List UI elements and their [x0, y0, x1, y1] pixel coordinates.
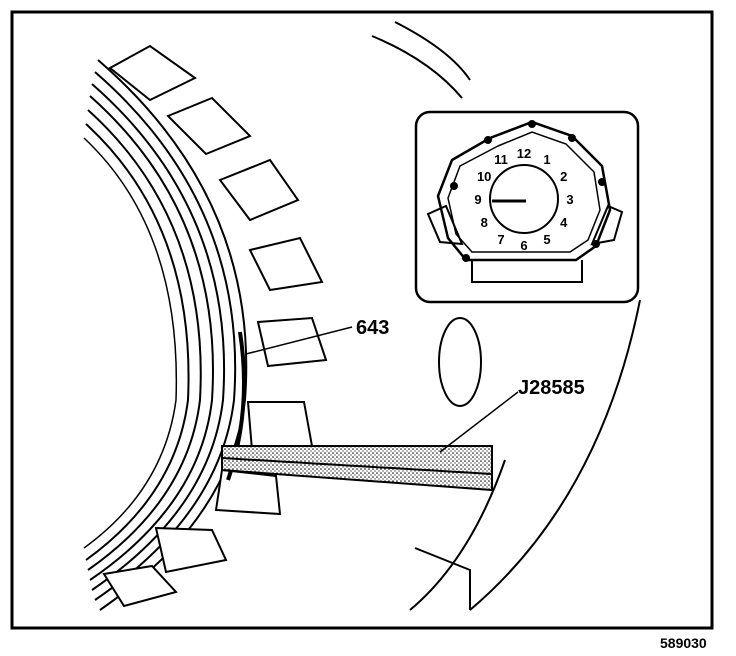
clock-dial [489, 164, 559, 234]
clutch-tangs [102, 44, 328, 608]
inset-housing [436, 120, 612, 262]
clock-number: 1 [543, 152, 550, 167]
oval-port [438, 317, 482, 407]
leader-643 [245, 326, 353, 355]
clock-number: 10 [477, 169, 491, 184]
clock-number: 4 [560, 215, 568, 230]
leader-j28585 [439, 391, 519, 453]
figure-number: 589030 [660, 635, 707, 651]
clock-number: 12 [517, 146, 531, 161]
clock-number: 6 [520, 238, 527, 253]
clock-number: 9 [474, 192, 481, 207]
callout-j28585: J28585 [518, 377, 585, 399]
callout-643: 643 [356, 317, 389, 339]
clock-number: 5 [543, 232, 550, 247]
case-outline [371, 21, 641, 611]
housing-bolts [450, 120, 606, 262]
clock-number: 3 [566, 192, 573, 207]
tool-j28585 [221, 445, 493, 492]
clock-number: 8 [481, 215, 488, 230]
clock-number: 7 [497, 232, 504, 247]
clock-number: 2 [560, 169, 567, 184]
clock-number: 11 [494, 152, 508, 167]
